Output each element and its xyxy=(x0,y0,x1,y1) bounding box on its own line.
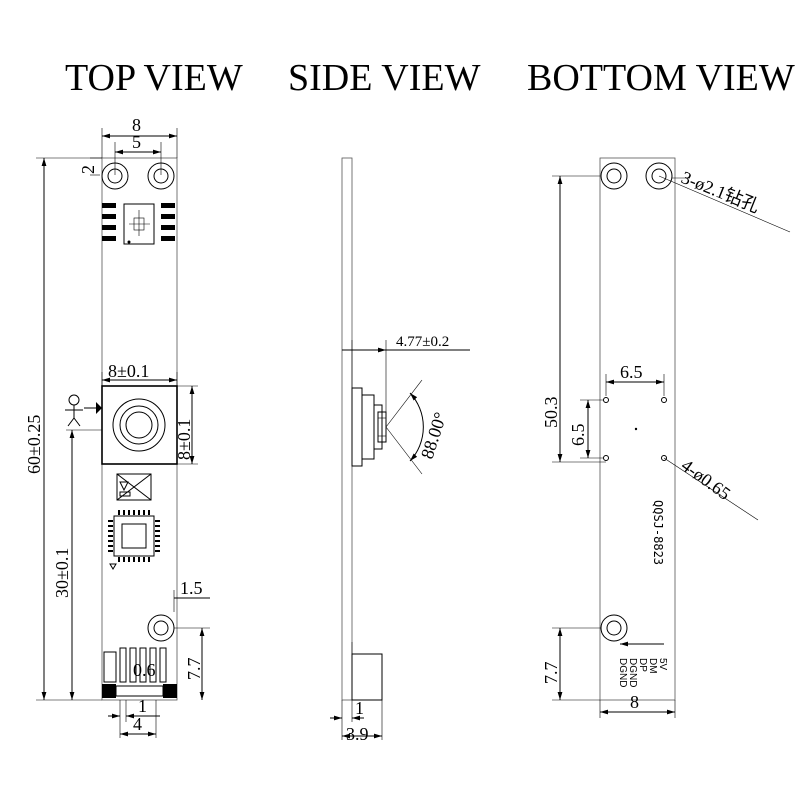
dim-side-fov: 88.00° xyxy=(417,410,451,462)
dim-bottom-conn-height: 7.7 xyxy=(541,662,561,685)
dim-bottom-pad-x: 6.5 xyxy=(620,362,643,382)
dim-bottom-hole-to-pad: 50.3 xyxy=(541,397,561,429)
top-lens-module xyxy=(101,385,178,465)
bottom-hole-note-text: 3-ø2.1 xyxy=(679,167,730,203)
top-small-component xyxy=(116,473,152,501)
dim-side-lens-height: 4.77±0.2 xyxy=(396,334,449,350)
bottom-pin-5v: 5V xyxy=(657,658,668,671)
top-view: 8 5 2 xyxy=(24,115,210,738)
bottom-pad-2 xyxy=(661,397,667,403)
dim-top-center: 30±0.1 xyxy=(52,548,72,598)
bottom-pad-4 xyxy=(661,455,667,461)
dim-top-length: 60±0.25 xyxy=(24,415,44,474)
bottom-pin-dgnd-1: DGND xyxy=(627,658,638,687)
top-ic-footprint xyxy=(102,203,175,245)
dim-top-lens-width: 8±0.1 xyxy=(108,361,149,381)
top-hole-left-icon xyxy=(101,162,129,190)
dim-top-pin-pitch: 1 xyxy=(138,696,147,716)
bottom-hole-note-cn: 钻孔 xyxy=(721,185,762,218)
title-top-view: TOP VIEW xyxy=(65,57,243,99)
top-hole-right-icon xyxy=(147,162,175,190)
bottom-hole-right-icon xyxy=(645,162,673,190)
dim-top-hole-offset: 2 xyxy=(78,165,98,174)
title-bottom-view: BOTTOM VIEW xyxy=(527,57,795,99)
bottom-pad-3 xyxy=(603,455,609,461)
dim-top-pin-width: 0.6 xyxy=(133,660,156,680)
title-side-view: SIDE VIEW xyxy=(288,57,481,99)
dim-top-conn-height: 7.7 xyxy=(184,658,204,681)
top-qfn-chip xyxy=(108,510,160,570)
dim-bottom-width: 8 xyxy=(630,692,639,712)
dim-top-conn-width: 4 xyxy=(133,714,142,734)
side-view: 4.77±0.2 88.00° 1 3.9 xyxy=(330,157,470,744)
bottom-pin-dgnd-2: DGND xyxy=(617,658,628,687)
bottom-view: 3-ø2.1钻孔 50.3 6.5 6.5 4-ø0.65 QQSJ-8823 … xyxy=(541,157,791,718)
dim-bottom-pad-y: 6.5 xyxy=(568,424,588,447)
bottom-hole-note: 3-ø2.1钻孔 xyxy=(678,167,762,217)
bottom-pin-dm: DM xyxy=(647,658,658,674)
dim-top-width: 8 xyxy=(132,115,141,135)
bottom-hole-left-icon xyxy=(600,162,628,190)
bottom-pad-1 xyxy=(603,397,609,403)
dim-side-board-thickness: 1 xyxy=(355,698,364,718)
dim-top-hole-x: 1.5 xyxy=(180,578,203,598)
bottom-pin-dp: DP xyxy=(637,658,648,672)
dim-side-total-thickness: 3.9 xyxy=(346,724,369,744)
side-board-outline xyxy=(341,157,353,701)
orientation-figure-icon xyxy=(65,394,102,427)
bottom-pad-note: 4-ø0.65 xyxy=(678,455,735,504)
top-connector xyxy=(102,647,177,698)
dim-top-lens-height: 8±0.1 xyxy=(174,419,194,460)
bottom-model-number: QQSJ-8823 xyxy=(651,500,665,565)
side-lens-module xyxy=(351,387,387,467)
side-connector xyxy=(351,653,383,701)
bottom-board-outline xyxy=(599,157,676,701)
dim-top-hole-spacing: 5 xyxy=(132,132,141,152)
